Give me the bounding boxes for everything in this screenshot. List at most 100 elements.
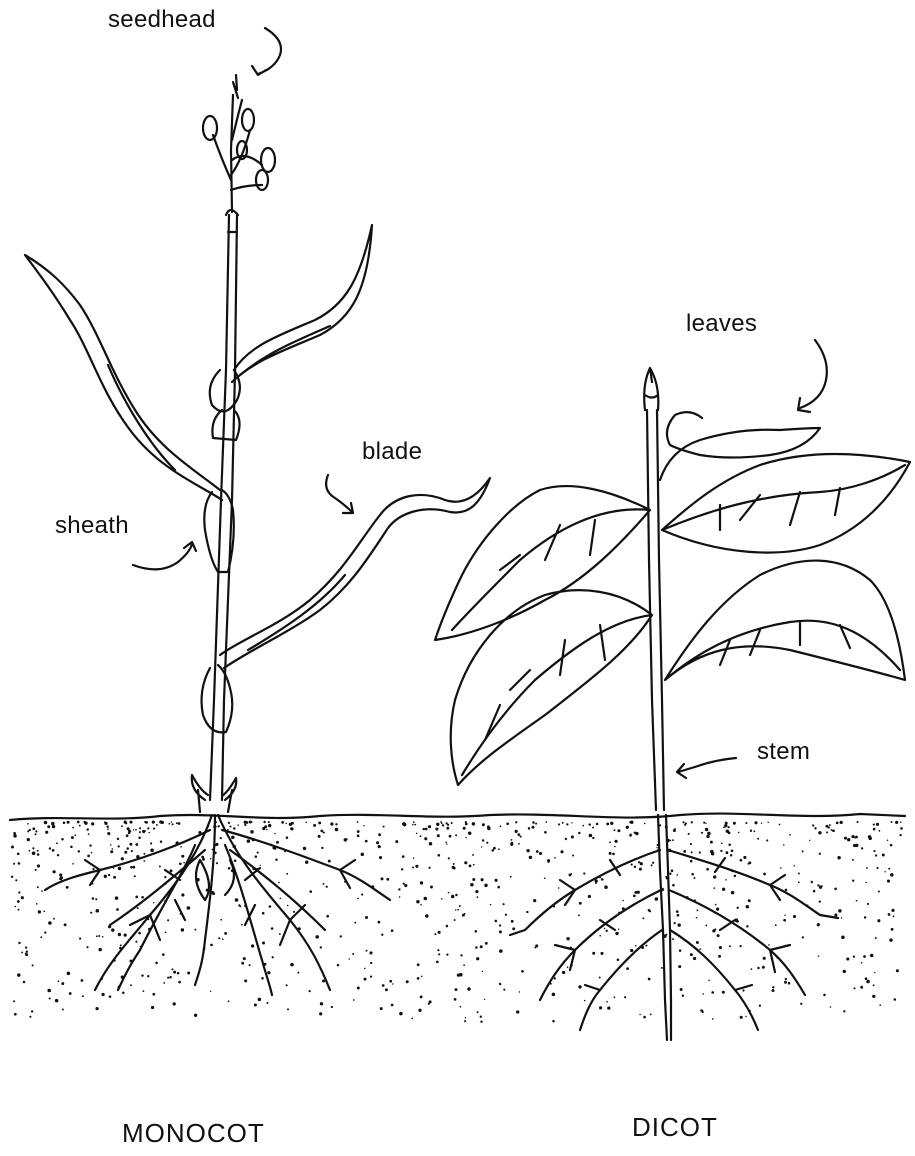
soil-speck	[702, 993, 704, 995]
soil-speck	[712, 1018, 714, 1020]
soil-speck	[29, 850, 31, 852]
soil-speck	[96, 909, 100, 913]
label-blade: blade	[362, 438, 422, 466]
soil-speck	[891, 821, 893, 823]
soil-speck	[110, 850, 113, 853]
soil-speck	[891, 909, 894, 912]
soil-speck	[398, 888, 400, 890]
soil-speck	[592, 952, 595, 955]
soil-speck	[459, 973, 463, 977]
soil-speck	[588, 823, 590, 825]
soil-speck	[48, 921, 52, 925]
soil-speck	[834, 887, 837, 890]
soil-speck	[29, 1016, 31, 1018]
soil-speck	[728, 843, 731, 846]
soil-speck	[683, 850, 686, 853]
soil-speck	[18, 891, 20, 893]
soil-speck	[655, 897, 659, 901]
soil-speck	[864, 916, 866, 918]
soil-speck	[453, 867, 456, 870]
soil-speck	[499, 949, 503, 953]
soil-speck	[811, 881, 813, 883]
soil-speck	[131, 850, 133, 852]
soil-speck	[505, 914, 507, 916]
soil-speck	[748, 899, 751, 902]
soil-speck	[813, 890, 816, 893]
soil-speck	[762, 966, 765, 969]
soil-speck	[852, 880, 854, 882]
soil-speck	[852, 859, 854, 861]
soil-speck	[261, 977, 264, 980]
soil-speck	[249, 820, 252, 823]
soil-speck	[418, 1009, 421, 1012]
soil-speck	[528, 827, 531, 830]
soil-speck	[480, 1016, 482, 1018]
soil-speck	[134, 875, 136, 877]
soil-speck	[139, 831, 141, 833]
soil-speck	[552, 993, 556, 997]
soil-speck	[40, 936, 42, 938]
soil-speck	[742, 989, 744, 991]
soil-speck	[672, 884, 675, 887]
soil-speck	[320, 1002, 323, 1005]
soil-speck	[671, 869, 674, 872]
soil-speck	[448, 892, 450, 894]
soil-speck	[262, 912, 265, 915]
soil-speck	[615, 840, 618, 843]
soil-speck	[607, 1006, 610, 1009]
soil-speck	[413, 821, 415, 823]
soil-speck	[626, 826, 629, 829]
soil-speck	[146, 822, 148, 824]
soil-speck	[246, 821, 249, 824]
soil-speck	[826, 831, 828, 833]
soil-speck	[515, 821, 517, 823]
soil-speck	[665, 876, 667, 878]
soil-speck	[412, 824, 414, 826]
soil-speck	[500, 825, 502, 827]
soil-speck	[96, 935, 98, 937]
soil-speck	[330, 822, 333, 825]
soil-speck	[13, 863, 15, 865]
soil-speck	[32, 847, 34, 849]
soil-speck	[836, 822, 839, 825]
soil-speck	[98, 935, 100, 937]
soil-speck	[809, 840, 810, 841]
soil-speck	[411, 1018, 413, 1020]
soil-speck	[679, 949, 682, 952]
soil-speck	[268, 821, 270, 823]
soil-speck	[263, 821, 265, 823]
soil-speck	[512, 927, 515, 930]
soil-speck	[152, 993, 155, 996]
soil-speck	[484, 884, 487, 887]
soil-speck	[731, 891, 735, 895]
soil-speck	[434, 933, 436, 935]
soil-speck	[785, 889, 788, 892]
soil-speck	[386, 878, 389, 881]
soil-speck	[604, 885, 608, 889]
soil-speck	[893, 916, 895, 918]
soil-speck	[639, 1014, 640, 1015]
soil-speck	[464, 1020, 466, 1022]
soil-speck	[861, 847, 863, 849]
soil-speck	[153, 902, 154, 903]
soil-speck	[290, 827, 293, 830]
soil-speck	[108, 874, 110, 876]
soil-speck	[335, 823, 337, 825]
soil-speck	[493, 847, 496, 850]
soil-speck	[148, 832, 149, 833]
soil-speck	[529, 856, 532, 859]
soil-speck	[579, 902, 582, 905]
soil-speck	[210, 944, 213, 947]
soil-speck	[286, 873, 288, 875]
soil-speck	[535, 823, 537, 825]
soil-speck	[783, 844, 785, 846]
soil-speck	[187, 972, 190, 975]
soil-speck	[118, 933, 121, 936]
soil-speck	[67, 821, 70, 824]
soil-speck	[721, 842, 723, 844]
soil-speck	[800, 1003, 802, 1005]
soil-speck	[889, 938, 892, 941]
soil-speck	[499, 983, 501, 985]
soil-speck	[37, 853, 40, 856]
soil-speck	[734, 875, 737, 878]
